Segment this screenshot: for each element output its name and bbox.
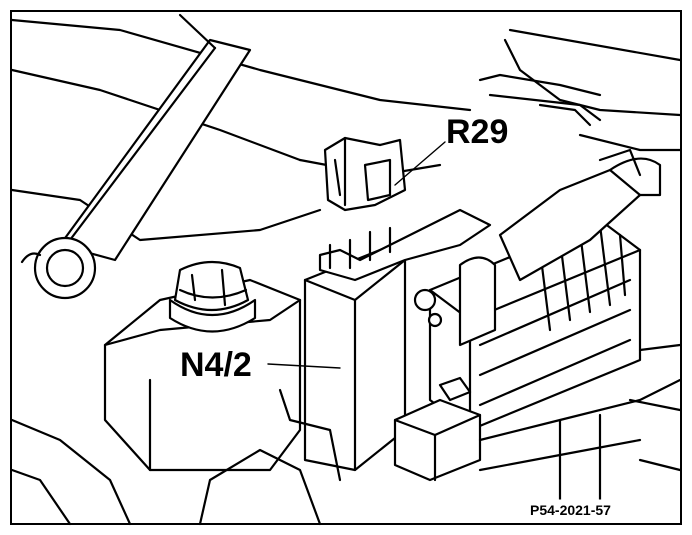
label-n4-2: N4/2: [180, 346, 252, 384]
lower-components: [10, 343, 682, 526]
figure-ref-box: [518, 499, 670, 521]
wiper-arm: [20, 13, 252, 300]
leader-lines: [267, 141, 446, 369]
ecu-module: [413, 148, 662, 432]
hood-structure: [10, 18, 682, 242]
label-r29: R29: [446, 113, 508, 151]
control-unit-housing: [303, 208, 492, 472]
coolant-reservoir: [103, 260, 302, 472]
figure-ref-label: P54-2021-57: [530, 502, 611, 518]
relay-r29: [323, 136, 407, 212]
